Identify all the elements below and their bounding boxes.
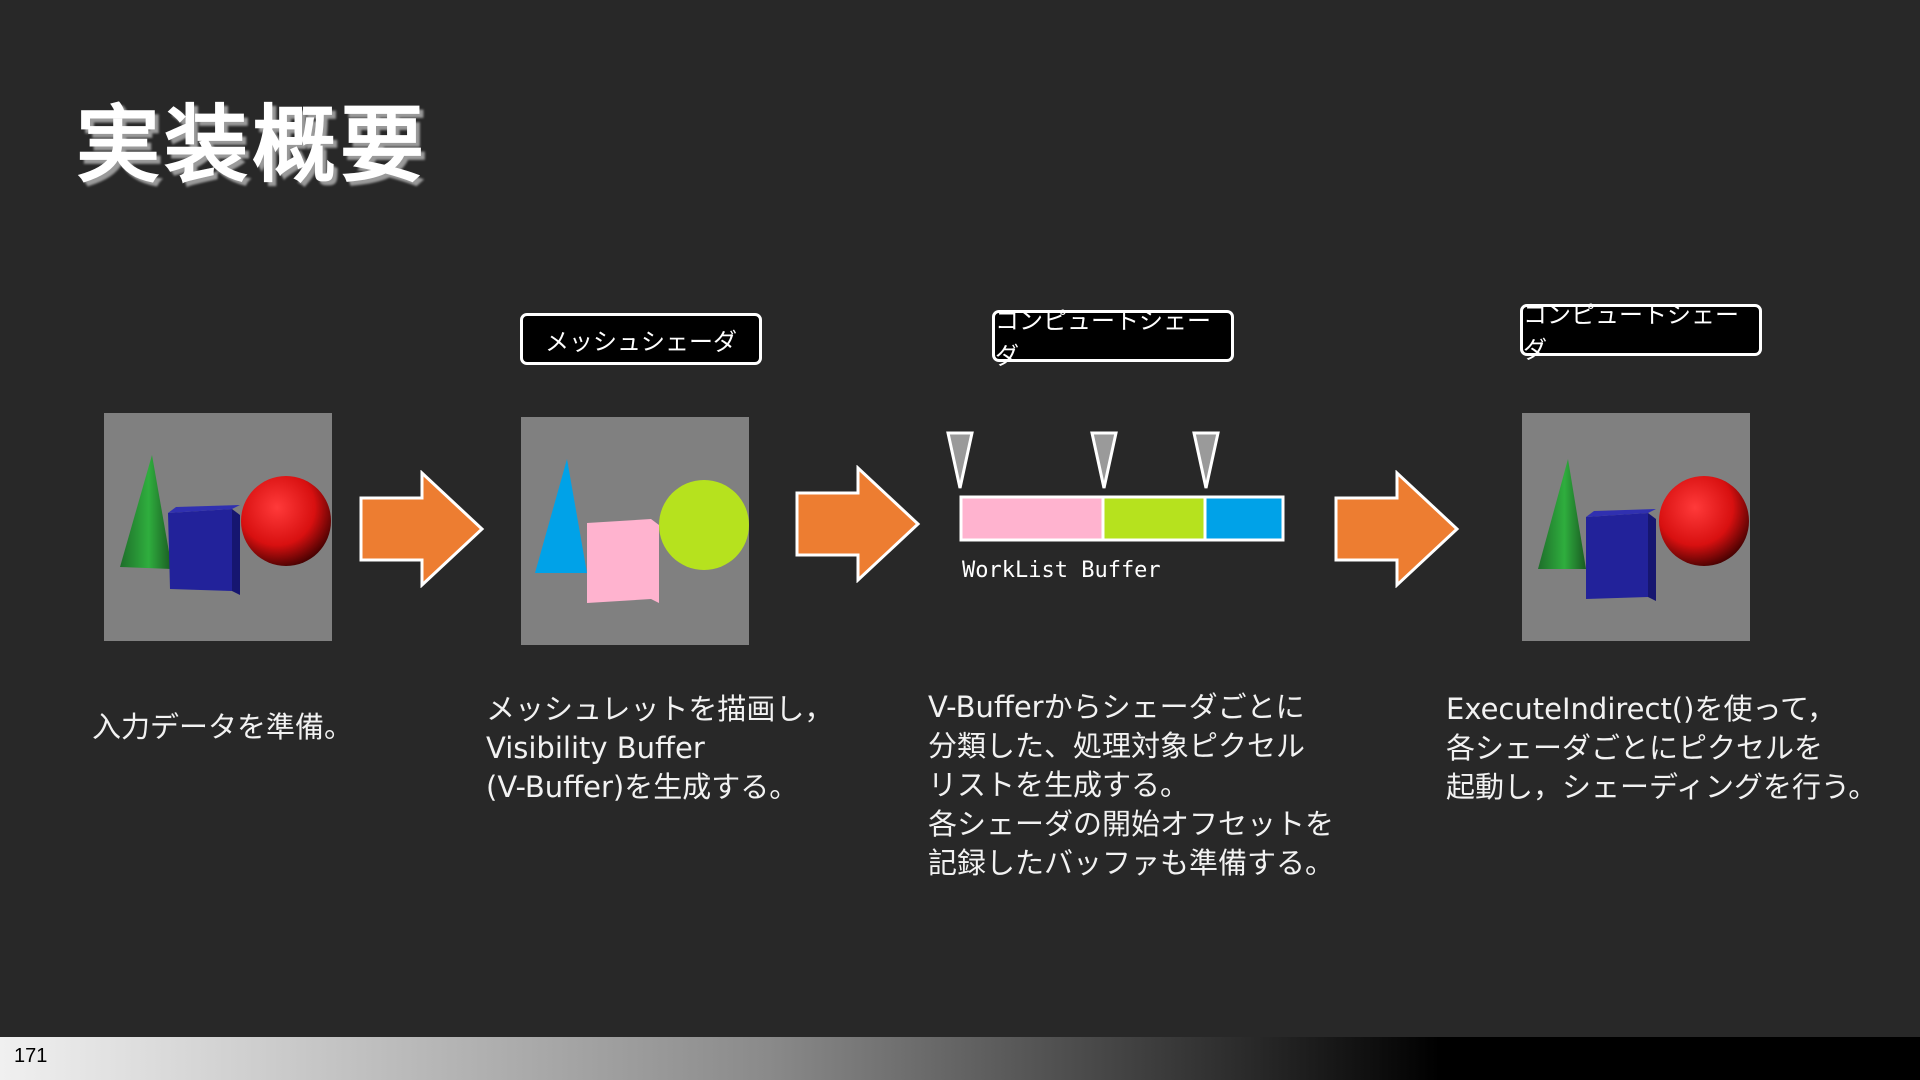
arrow-right-icon: [359, 470, 485, 588]
offset-marker-icon: [1090, 431, 1118, 489]
caption-line: リストを生成する。: [928, 768, 1190, 802]
step4-caption: ExecuteIndirect()を使って， 各シェーダごとにピクセルを 起動し…: [1446, 690, 1877, 807]
caption-line: 記録したバッファも準備する。: [928, 846, 1335, 880]
offset-marker-icon: [946, 431, 974, 489]
step2-caption: メッシュレットを描画し， Visibility Buffer (V-Buffer…: [486, 690, 833, 807]
compute-shader-label-1: コンピュートシェーダ: [992, 307, 1234, 370]
page-number: 171: [14, 1045, 48, 1067]
step1-caption: 入力データを準備。: [92, 708, 353, 747]
caption-line: 各シェーダごとにピクセルを: [1446, 731, 1824, 765]
worklist-buffer-diagram: [946, 431, 1285, 542]
caption-line: (V-Buffer)を生成する。: [486, 770, 799, 804]
caption-line: メッシュレットを描画し，: [486, 692, 834, 726]
shaded-result-scene-image: [1522, 413, 1750, 641]
worklist-segment-shader-c: [1203, 495, 1285, 542]
slide-title: 実装概要: [76, 96, 429, 194]
mesh-shader-label: メッシュシェーダ: [520, 313, 762, 365]
step3-caption: V-Bufferからシェーダごとに 分類した、処理対象ピクセル リストを生成する…: [928, 688, 1334, 883]
caption-line: Visibility Buffer: [486, 731, 705, 765]
arrow-right-icon: [1334, 470, 1460, 588]
offset-marker-icon: [1192, 431, 1220, 489]
caption-line: 起動し，シェーディングを行う。: [1446, 770, 1878, 804]
caption-line: V-Bufferからシェーダごとに: [928, 690, 1305, 724]
caption-line: 各シェーダの開始オフセットを: [928, 807, 1335, 841]
arrow-right-icon: [795, 465, 921, 583]
caption-line: 分類した、処理対象ピクセル: [928, 729, 1306, 763]
input-scene-image: [104, 413, 332, 641]
worklist-segment-shader-a: [959, 495, 1105, 542]
slide-footer-bar: 171: [0, 1037, 1920, 1080]
caption-line: ExecuteIndirect()を使って，: [1446, 692, 1836, 726]
worklist-buffer-label: WorkList Buffer: [962, 558, 1161, 583]
worklist-segment-shader-b: [1101, 495, 1207, 542]
compute-shader-label-2: コンピュートシェーダ: [1520, 301, 1762, 364]
caption-line: 入力データを準備。: [92, 710, 354, 744]
visibility-buffer-scene-image: [521, 417, 749, 645]
